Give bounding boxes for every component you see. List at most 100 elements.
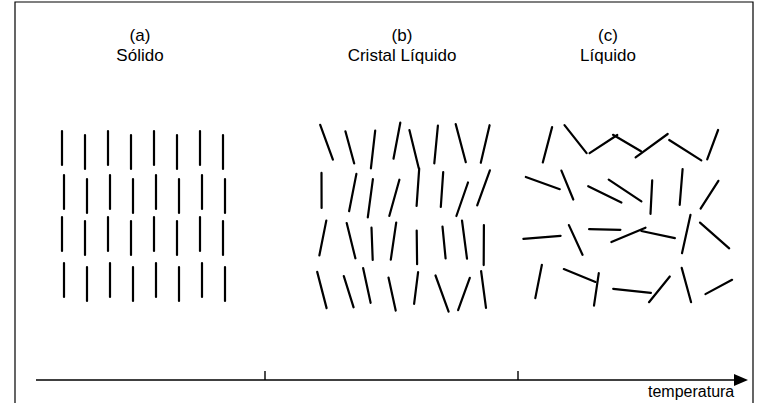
molecule	[543, 127, 552, 162]
molecule	[178, 179, 180, 213]
molecule	[130, 221, 132, 255]
phase-name: Cristal Líquido	[348, 46, 457, 66]
molecule	[680, 169, 683, 205]
molecule	[389, 278, 396, 311]
molecule	[682, 215, 691, 253]
molecule	[178, 267, 180, 301]
molecule	[224, 179, 226, 213]
molecule	[456, 183, 468, 217]
frame	[15, 2, 753, 403]
molecule	[107, 217, 109, 251]
molecule	[701, 181, 719, 209]
molecule	[109, 175, 111, 209]
molecule	[155, 263, 157, 297]
molecule	[535, 265, 542, 298]
molecule	[222, 135, 224, 169]
molecule	[443, 227, 446, 259]
molecule	[344, 276, 354, 307]
molecule	[391, 223, 396, 260]
molecule	[477, 170, 490, 205]
molecule	[705, 280, 732, 294]
molecule	[613, 135, 641, 151]
molecule	[132, 179, 134, 213]
phase-name: Sólido	[116, 46, 163, 66]
panel-letter: (a)	[130, 26, 151, 46]
molecule	[481, 125, 490, 163]
axis-tick	[264, 371, 265, 380]
molecule	[107, 131, 109, 165]
molecule	[523, 236, 560, 239]
molecule	[481, 271, 486, 308]
molecule	[588, 186, 621, 202]
molecule	[347, 223, 356, 258]
molecule	[320, 173, 322, 208]
molecule	[569, 225, 583, 255]
molecule	[224, 267, 226, 301]
molecule	[613, 289, 651, 293]
molecule	[176, 135, 178, 169]
molecule	[636, 134, 668, 157]
molecule	[669, 140, 701, 160]
molecule	[345, 131, 354, 163]
molecule	[441, 172, 443, 207]
molecule	[434, 126, 438, 164]
molecule	[363, 268, 371, 303]
molecule	[564, 269, 596, 282]
molecule	[153, 131, 155, 165]
molecule	[590, 135, 618, 153]
molecule	[317, 272, 326, 308]
molecule	[109, 263, 111, 297]
molecule	[416, 231, 419, 265]
molecule	[130, 135, 132, 169]
molecule	[389, 180, 399, 216]
molecule	[394, 123, 401, 159]
molecule	[86, 179, 88, 213]
molecule	[409, 130, 418, 168]
molecule	[176, 221, 178, 255]
molecule	[526, 177, 560, 189]
phase-name: Líquido	[580, 46, 636, 66]
axis-tick	[517, 371, 518, 380]
molecule	[201, 175, 203, 209]
molecule	[594, 273, 599, 306]
panel-letter: (c)	[598, 26, 618, 46]
molecule	[222, 221, 224, 255]
molecule	[649, 277, 670, 303]
molecule	[201, 263, 203, 297]
molecule	[63, 175, 65, 209]
axis-arrowhead	[734, 374, 748, 386]
molecule	[349, 174, 356, 211]
axis-label: temperatura	[648, 383, 734, 401]
molecule	[155, 175, 157, 209]
molecule	[414, 272, 418, 304]
molecule	[84, 221, 86, 255]
temperature-axis	[36, 379, 738, 381]
molecule	[61, 131, 63, 165]
molecule	[371, 131, 375, 169]
molecule	[368, 179, 373, 217]
molecule	[61, 217, 63, 251]
molecule	[483, 225, 485, 265]
molecule	[456, 124, 466, 162]
molecule	[589, 228, 620, 231]
molecule	[63, 263, 65, 297]
molecule	[320, 125, 333, 160]
molecule	[199, 131, 201, 165]
molecule	[651, 180, 653, 214]
molecule	[319, 221, 326, 256]
molecule	[86, 267, 88, 301]
molecule	[417, 169, 420, 206]
molecule	[132, 267, 134, 301]
molecules	[62, 123, 732, 312]
molecule	[458, 278, 470, 310]
molecule	[565, 125, 587, 153]
molecule	[462, 221, 467, 259]
molecule	[84, 135, 86, 169]
molecule	[700, 223, 729, 249]
molecule	[707, 130, 718, 159]
molecule	[609, 180, 642, 202]
molecule	[641, 231, 675, 238]
molecule	[372, 228, 373, 260]
molecule	[561, 171, 573, 200]
molecule	[682, 268, 691, 302]
